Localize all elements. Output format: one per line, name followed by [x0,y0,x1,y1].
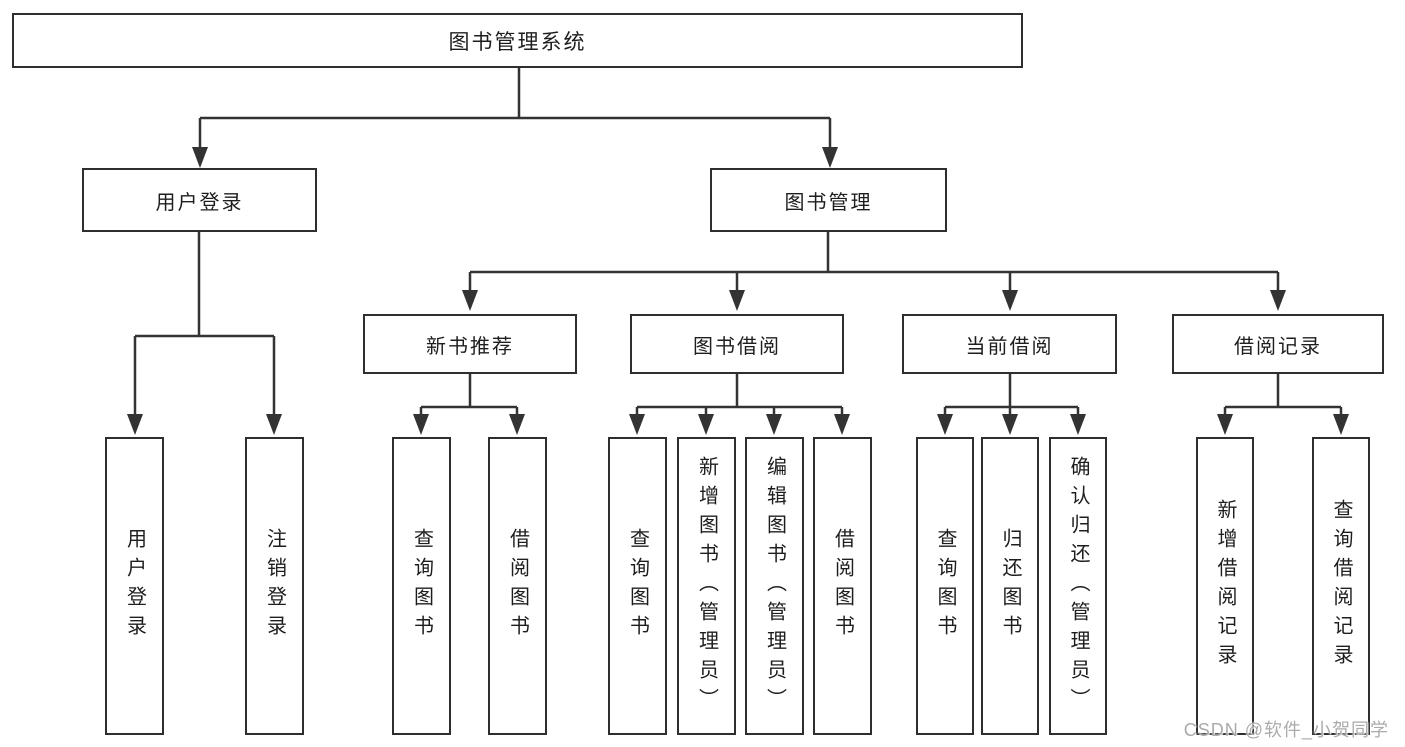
leaf-cb-confirm-return-admin: 确认归还（管理员） [1049,437,1107,735]
node-book-management: 图书管理 [710,168,947,232]
node-user-login: 用户登录 [82,168,317,232]
node-root: 图书管理系统 [12,13,1023,68]
leaf-br-query-record: 查询借阅记录 [1312,437,1370,735]
leaf-cb-query-books-label: 查询图书 [934,528,956,644]
leaf-bb-borrow-books-label: 借阅图书 [831,528,854,644]
leaf-nbr-query-books-label: 查询图书 [410,528,433,644]
leaf-bb-edit-books-admin: 编辑图书（管理员） [745,437,804,735]
leaf-br-add-record-label: 新增借阅记录 [1214,499,1236,673]
leaf-br-query-record-label: 查询借阅记录 [1330,499,1352,673]
leaf-logout: 注销登录 [245,437,304,735]
arrowhead-icons [127,147,1349,435]
node-current-borrow: 当前借阅 [902,314,1117,374]
node-new-book-recommend: 新书推荐 [363,314,577,374]
leaf-bb-borrow-books: 借阅图书 [813,437,872,735]
leaf-nbr-borrow-books-label: 借阅图书 [506,528,529,644]
leaf-logout-label: 注销登录 [263,528,286,644]
leaf-nbr-query-books: 查询图书 [392,437,451,735]
leaf-cb-confirm-return-admin-label: 确认归还（管理员） [1067,455,1089,717]
leaf-bb-add-books-admin: 新增图书（管理员） [677,437,736,735]
node-book-borrow: 图书借阅 [630,314,844,374]
leaf-user-login: 用户登录 [105,437,164,735]
leaf-cb-return-books-label: 归还图书 [999,528,1021,644]
leaf-bb-query-books-label: 查询图书 [626,528,649,644]
leaf-bb-add-books-admin-label: 新增图书（管理员） [695,455,718,717]
node-borrow-records: 借阅记录 [1172,314,1384,374]
leaf-user-login-label: 用户登录 [123,528,146,644]
leaf-cb-return-books: 归还图书 [981,437,1039,735]
leaf-nbr-borrow-books: 借阅图书 [488,437,547,735]
leaf-br-add-record: 新增借阅记录 [1196,437,1254,735]
watermark: CSDN @软件_小贺同学 [1183,720,1389,740]
leaf-bb-edit-books-admin-label: 编辑图书（管理员） [763,455,786,717]
leaf-bb-query-books: 查询图书 [608,437,667,735]
leaf-cb-query-books: 查询图书 [916,437,974,735]
